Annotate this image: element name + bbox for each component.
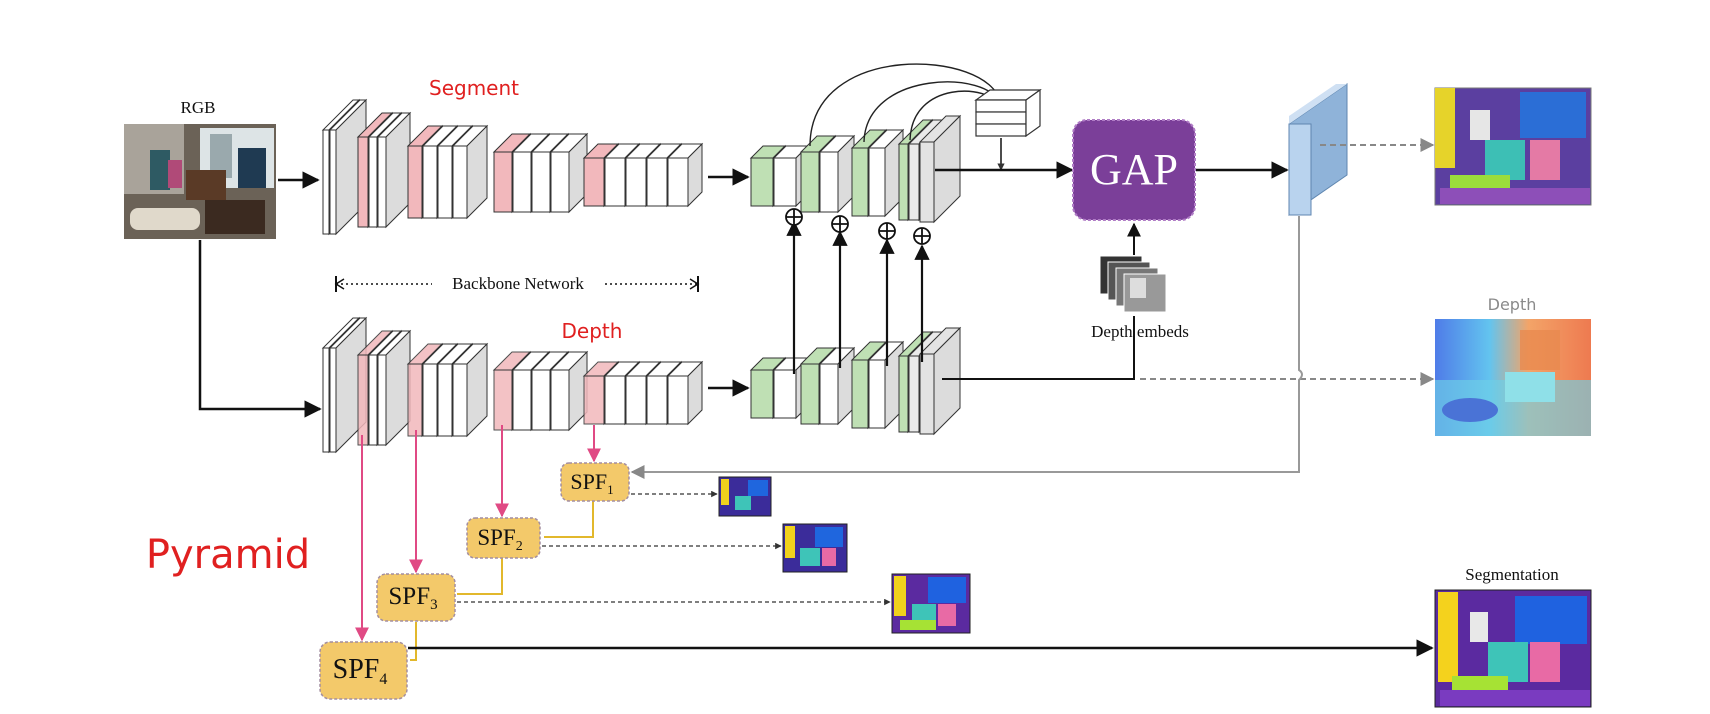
svg-text:SPF2: SPF2 xyxy=(477,525,522,554)
spf4-base: SPF xyxy=(333,654,380,685)
pyramid-label: Pyramid xyxy=(146,532,310,578)
backbone-to-spf-arrows xyxy=(355,425,601,642)
spf4-sub: 4 xyxy=(379,671,387,688)
spf1-sub: 1 xyxy=(607,482,614,497)
skip-connection-arcs xyxy=(809,63,1003,147)
backbone-network-span xyxy=(334,276,700,292)
fusion-arrows xyxy=(786,220,930,374)
depth-decoder-blocks xyxy=(749,326,962,436)
depth-output-image xyxy=(1435,319,1591,436)
spf2-output-thumbnail xyxy=(782,523,848,573)
spf4-block: SPF4 xyxy=(319,641,408,700)
segment-branch-label: Segment xyxy=(429,76,519,100)
spf1-base: SPF xyxy=(570,469,607,494)
depth-embeds-images xyxy=(1099,255,1167,313)
svg-text:SPF1: SPF1 xyxy=(570,469,613,497)
spf1-output-thumbnail xyxy=(718,476,772,517)
segment-output-image xyxy=(1434,87,1592,206)
spf2-base: SPF xyxy=(477,525,515,550)
rgb-to-depth-arrow xyxy=(198,240,322,418)
segment-backbone-layers xyxy=(321,98,704,236)
segment-decoder-blocks xyxy=(749,114,962,224)
add-operator-icons xyxy=(785,208,931,245)
backbone-network-label: Backbone Network xyxy=(452,274,584,293)
spf3-block: SPF3 xyxy=(376,573,456,622)
svg-text:SPF4: SPF4 xyxy=(333,654,388,688)
rgb-label: RGB xyxy=(181,98,216,117)
depth-decoder-to-embeds-line xyxy=(942,316,1135,380)
segmentation-output-image xyxy=(1434,589,1592,708)
depth-branch-label: Depth xyxy=(562,319,623,343)
fused-feature-map xyxy=(1288,83,1348,216)
spf1-block: SPF1 xyxy=(560,462,630,502)
rgb-input-image xyxy=(124,124,276,239)
depth-backbone-layers xyxy=(321,316,704,454)
spf3-output-thumbnail xyxy=(891,573,971,634)
depth-embeds-label: Depth embeds xyxy=(1091,322,1189,341)
spf-side-output-arrows xyxy=(457,490,891,606)
spf3-sub: 3 xyxy=(430,597,438,613)
feedback-to-spf1-line xyxy=(630,216,1303,479)
depth-output-label: Depth xyxy=(1488,295,1537,314)
spf2-block: SPF2 xyxy=(466,517,541,559)
feature-stack xyxy=(974,88,1042,138)
spf2-sub: 2 xyxy=(516,539,523,554)
gap-label: GAP xyxy=(1090,145,1178,194)
segmentation-output-label: Segmentation xyxy=(1465,565,1559,584)
gap-block xyxy=(1072,119,1196,221)
spf3-base: SPF xyxy=(388,583,430,610)
spf-cascade-lines xyxy=(410,501,594,661)
svg-text:SPF3: SPF3 xyxy=(388,583,437,613)
